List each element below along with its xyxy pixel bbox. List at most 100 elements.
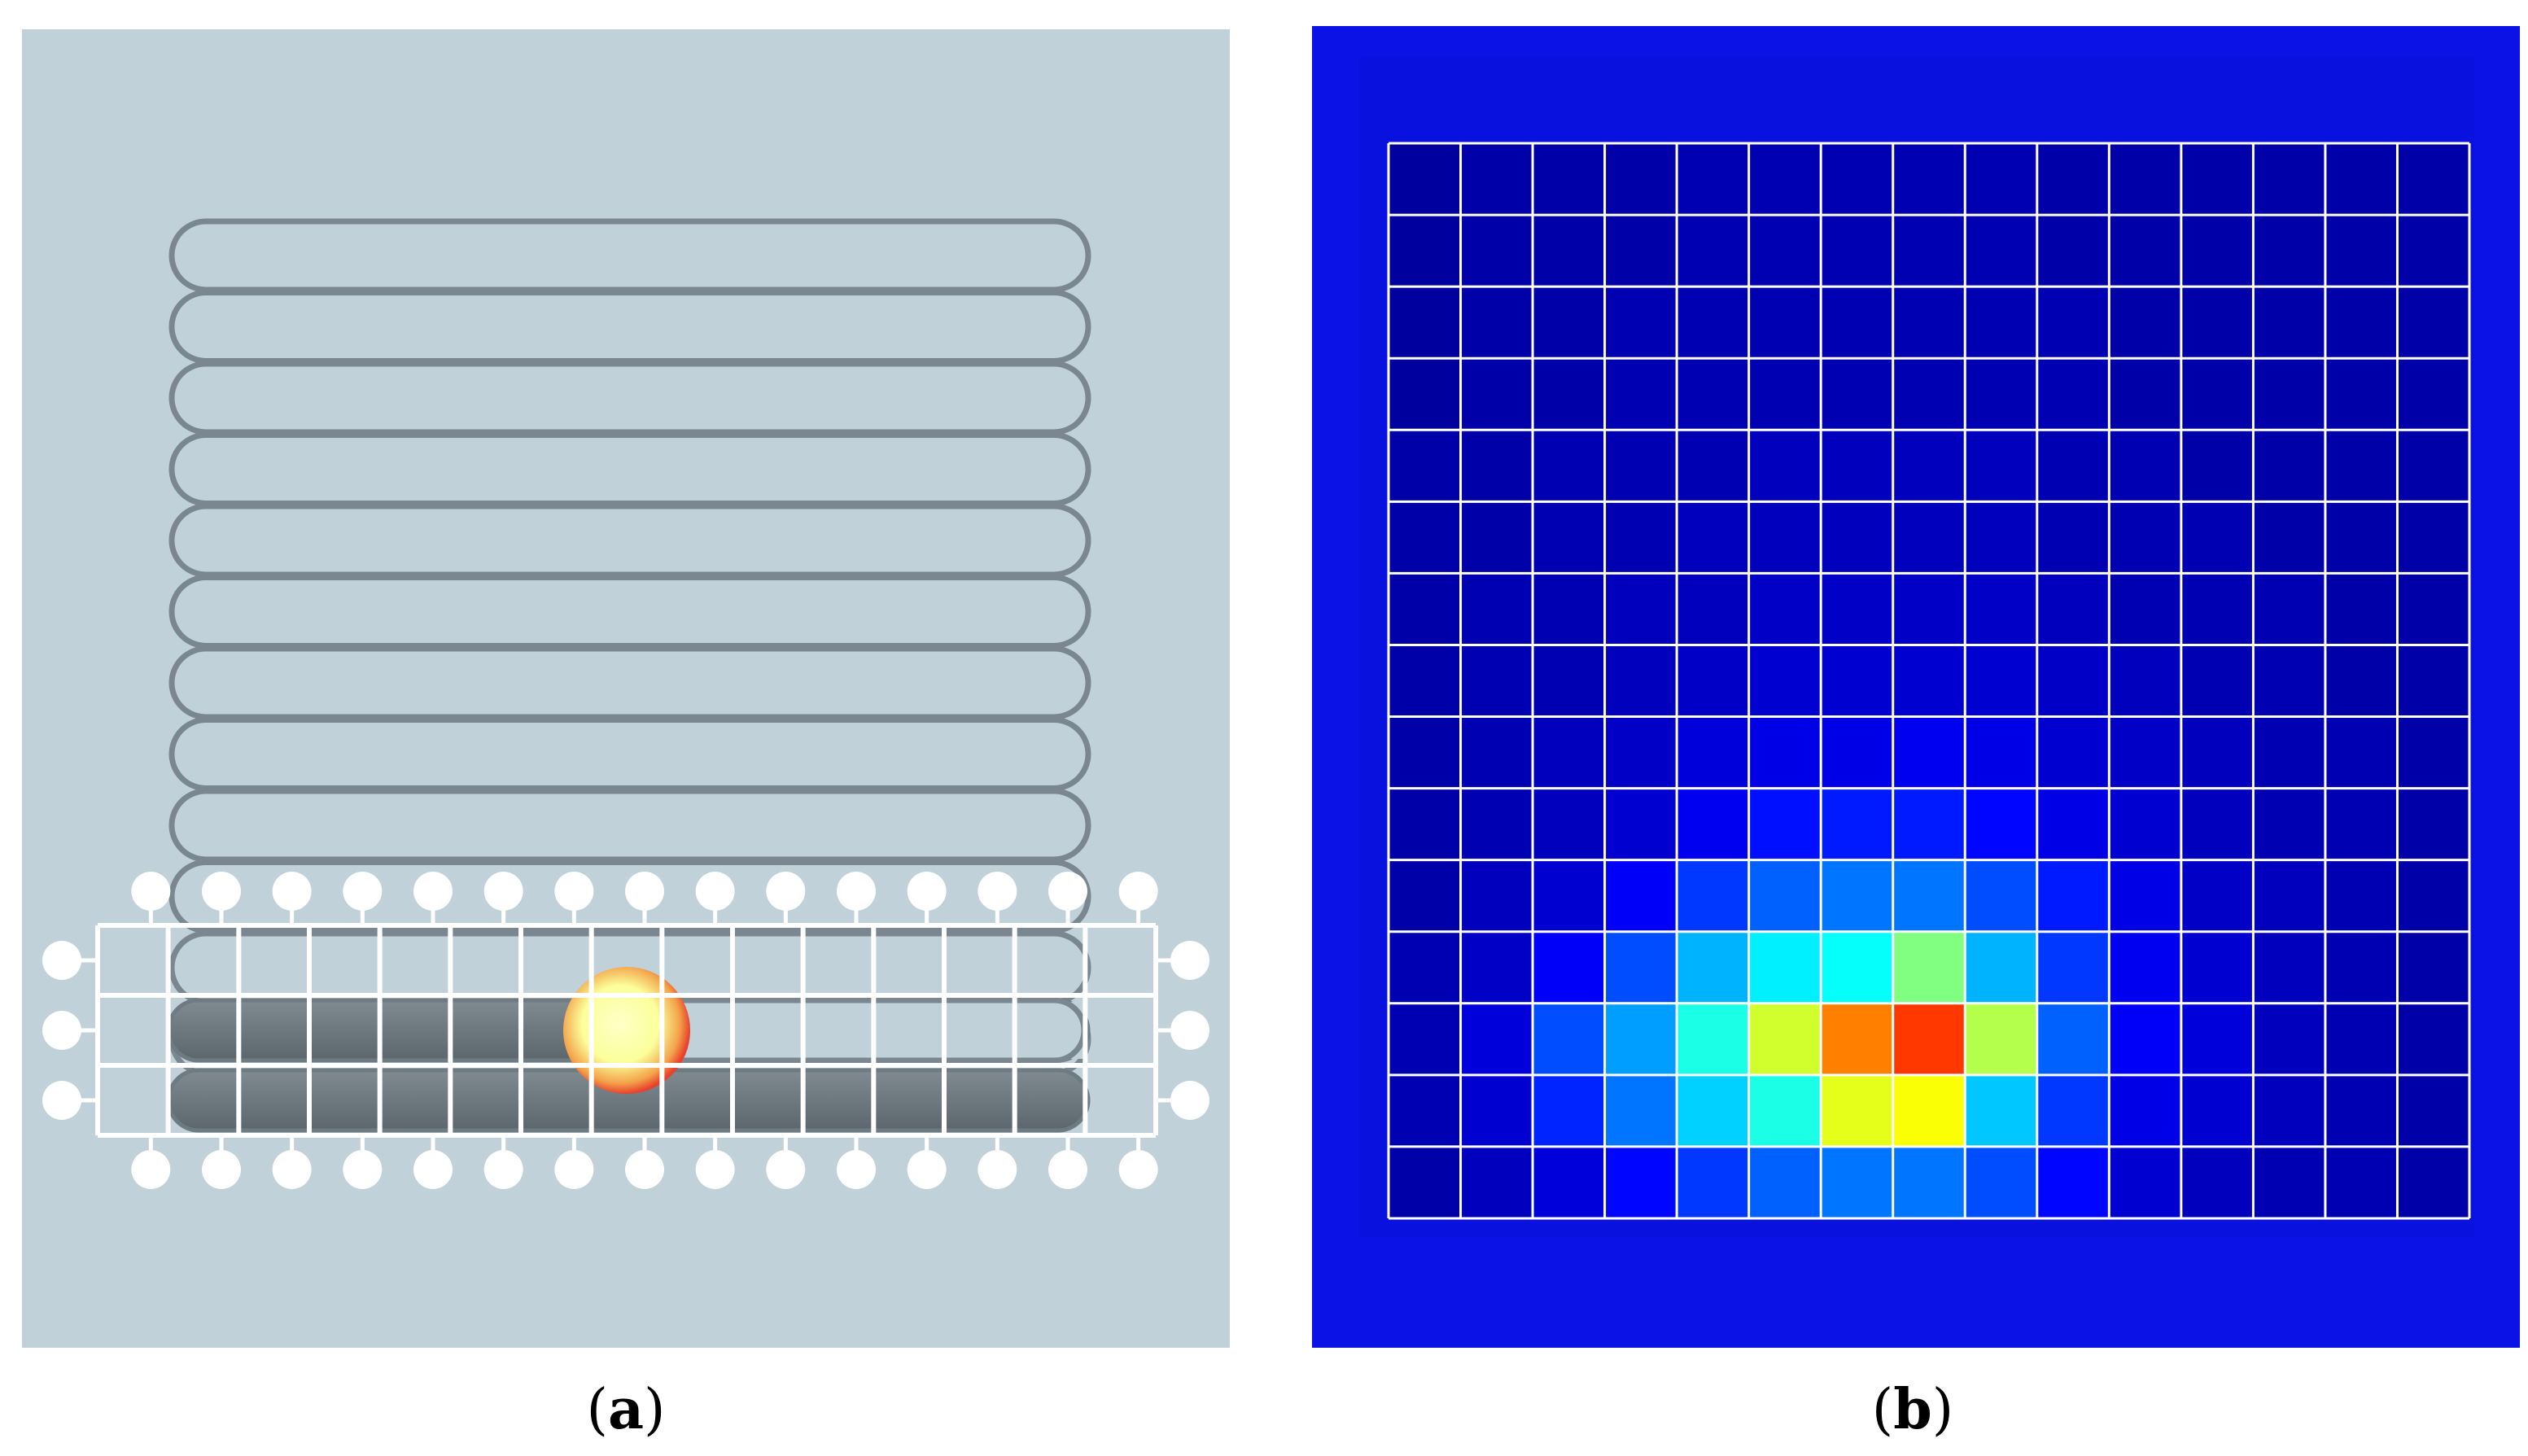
pad-bottom-0 [131,1150,171,1189]
pad-bottom-2 [272,1150,312,1189]
heat-cell-r4-c4 [1677,430,1750,502]
heat-cell-r7-c10 [2109,645,2182,718]
heat-cell-r8-c13 [2325,716,2398,789]
heat-cell-r7-c1 [1460,645,1533,718]
heat-cell-r0-c1 [1460,143,1533,216]
heat-cell-r8-c6 [1821,716,1894,789]
heat-cell-r7-c4 [1677,645,1750,718]
heat-cell-r4-c7 [1892,430,1966,502]
heat-cell-r9-c8 [1965,788,2038,861]
heat-cell-r4-c0 [1389,430,1462,502]
heat-cell-r13-c2 [1533,1074,1606,1148]
heat-cell-r7-c3 [1604,645,1677,718]
panel-a [22,29,1230,1348]
pad-bottom-8 [695,1150,735,1189]
caption-b: (b) [1872,1377,1954,1442]
heat-cell-r3-c10 [2109,358,2182,431]
pad-left-2 [42,1081,81,1120]
heat-cell-r13-c5 [1748,1074,1822,1148]
heat-cell-r6-c1 [1460,573,1533,645]
heat-cell-r2-c7 [1892,286,1966,359]
heat-cell-r0-c9 [2036,143,2110,216]
heat-cell-r0-c6 [1821,143,1894,216]
pad-left-0 [42,941,81,980]
heat-cell-r11-c4 [1677,931,1750,1004]
heat-cell-r4-c1 [1460,430,1533,502]
heat-cell-r1-c4 [1677,215,1750,287]
heat-cell-r0-c2 [1533,143,1606,216]
heat-cell-r2-c2 [1533,286,1606,359]
pad-top-0 [131,872,171,911]
heatmap-grid [1387,142,2471,1220]
heat-cell-r11-c0 [1389,931,1462,1004]
heat-cell-r11-c12 [2253,931,2326,1004]
heat-cell-r2-c3 [1604,286,1677,359]
heat-cell-r10-c5 [1748,859,1822,933]
pad-bottom-1 [202,1150,241,1189]
heat-cell-r12-c2 [1533,1003,1606,1076]
electrode-pads [42,872,1209,1189]
heat-cell-r14-c5 [1748,1146,1822,1219]
heat-cell-r4-c8 [1965,430,2038,502]
pad-bottom-11 [907,1150,947,1189]
heat-cell-r6-c8 [1965,573,2038,645]
heat-cell-r9-c6 [1821,788,1894,861]
heat-cell-r4-c11 [2180,430,2254,502]
pad-right-2 [1170,1081,1209,1120]
heat-cell-r2-c9 [2036,286,2110,359]
heat-cell-r0-c12 [2253,143,2326,216]
heat-cell-r8-c1 [1460,716,1533,789]
heat-cell-r7-c9 [2036,645,2110,718]
heat-cell-r9-c13 [2325,788,2398,861]
heat-cell-r14-c14 [2397,1146,2470,1219]
heat-cell-r12-c6 [1821,1003,1894,1076]
heat-cell-r1-c6 [1821,215,1894,287]
heat-cell-r13-c1 [1460,1074,1533,1148]
serpentine-loops [168,218,1091,1076]
heat-cell-r5-c14 [2397,501,2470,574]
heat-cell-r4-c3 [1604,430,1677,502]
pad-top-4 [413,872,453,911]
heat-cell-r4-c6 [1821,430,1894,502]
heat-cell-r3-c3 [1604,358,1677,431]
heat-cell-r13-c11 [2180,1074,2254,1148]
heat-cell-r2-c13 [2325,286,2398,359]
heat-cell-r11-c7 [1892,931,1966,1004]
heat-cell-r8-c2 [1533,716,1606,789]
heat-cell-r2-c0 [1389,286,1462,359]
heat-cell-r10-c11 [2180,859,2254,933]
pad-right-1 [1170,1011,1209,1050]
heat-cell-r0-c4 [1677,143,1750,216]
heat-cell-r14-c4 [1677,1146,1750,1219]
heat-cell-r13-c8 [1965,1074,2038,1148]
heat-cell-r1-c11 [2180,215,2254,287]
heat-cell-r4-c9 [2036,430,2110,502]
heat-cell-r6-c10 [2109,573,2182,645]
heat-cell-r8-c3 [1604,716,1677,789]
pad-bottom-7 [625,1150,664,1189]
heat-cell-r10-c2 [1533,859,1606,933]
heat-cell-r6-c0 [1389,573,1462,645]
heatmap-cells [1389,143,2470,1219]
pad-top-3 [343,872,383,911]
heat-cell-r11-c13 [2325,931,2398,1004]
heat-cell-r3-c4 [1677,358,1750,431]
hotspot [563,967,690,1094]
heat-cell-r1-c8 [1965,215,2038,287]
heat-cell-r7-c0 [1389,645,1462,718]
heat-cell-r0-c3 [1604,143,1677,216]
heat-cell-r1-c13 [2325,215,2398,287]
heat-cell-r8-c11 [2180,716,2254,789]
heat-cell-r5-c0 [1389,501,1462,574]
pad-top-12 [978,872,1017,911]
heat-cell-r6-c3 [1604,573,1677,645]
heat-cell-r9-c10 [2109,788,2182,861]
heat-cell-r12-c0 [1389,1003,1462,1076]
heat-cell-r1-c10 [2109,215,2182,287]
sensor-grid [95,923,1158,1138]
pad-bottom-5 [483,1150,523,1189]
heat-cell-r1-c7 [1892,215,1966,287]
heat-cell-r12-c11 [2180,1003,2254,1076]
heat-cell-r14-c0 [1389,1146,1462,1219]
pad-top-13 [1048,872,1087,911]
